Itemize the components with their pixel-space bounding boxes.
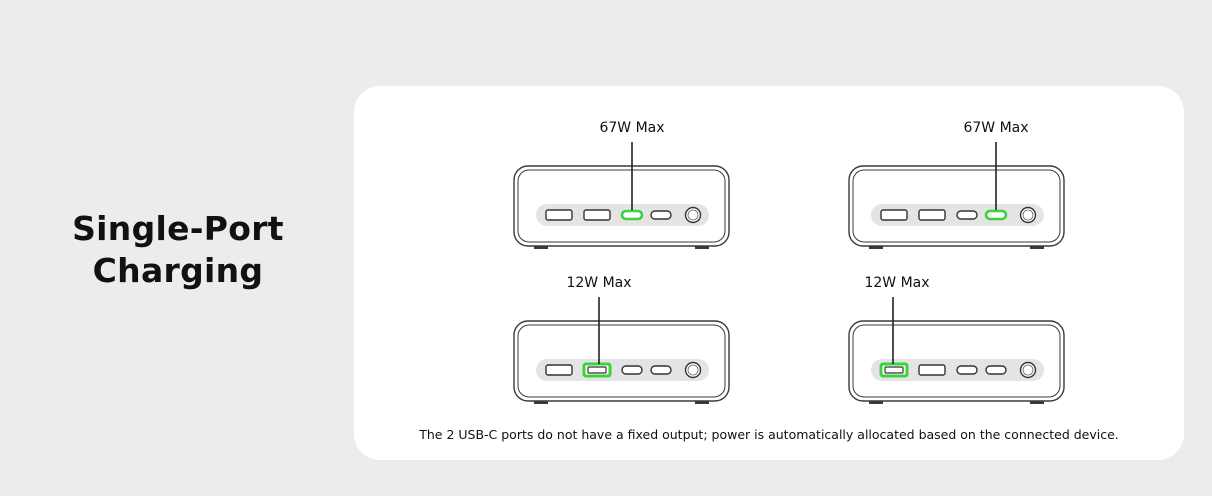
power-bank-top-left (513, 142, 730, 249)
power-bank-diagrams (513, 142, 1065, 404)
power-bank-bottom-left (513, 297, 730, 404)
section-title: Single-Port Charging (60, 208, 296, 292)
usb-a-port-2 (583, 209, 611, 221)
footnote: The 2 USB-C ports do not have a fixed ou… (419, 427, 1119, 442)
section-title-line-1: Single-Port (72, 209, 284, 248)
usb-a-port-2 (918, 364, 946, 376)
usb-c-port-1-active (620, 209, 644, 221)
charging-diagram-card: 67W Max 67W Max 12W Max 12W Max The 2 US… (354, 86, 1184, 460)
usb-a-port-1 (880, 209, 908, 221)
usb-a-port-1 (545, 364, 573, 376)
port-output-label-top-right: 67W Max (963, 120, 1029, 136)
port-output-label-top-left: 67W Max (599, 120, 665, 136)
usb-c-port-1 (956, 210, 978, 220)
usb-c-port-2-active (984, 209, 1008, 221)
usb-a-port-1 (545, 209, 573, 221)
section-title-line-2: Charging (92, 251, 264, 290)
usb-c-port-2 (985, 365, 1007, 375)
usb-a-port-2 (918, 209, 946, 221)
usb-c-port-2 (650, 210, 672, 220)
usb-c-port-1 (621, 365, 643, 375)
port-output-label-bottom-right: 12W Max (864, 275, 930, 291)
power-bank-bottom-right (848, 297, 1065, 404)
usb-c-port-2 (650, 365, 672, 375)
port-output-label-bottom-left: 12W Max (566, 275, 632, 291)
usb-c-port-1 (956, 365, 978, 375)
power-bank-top-right (848, 142, 1065, 249)
